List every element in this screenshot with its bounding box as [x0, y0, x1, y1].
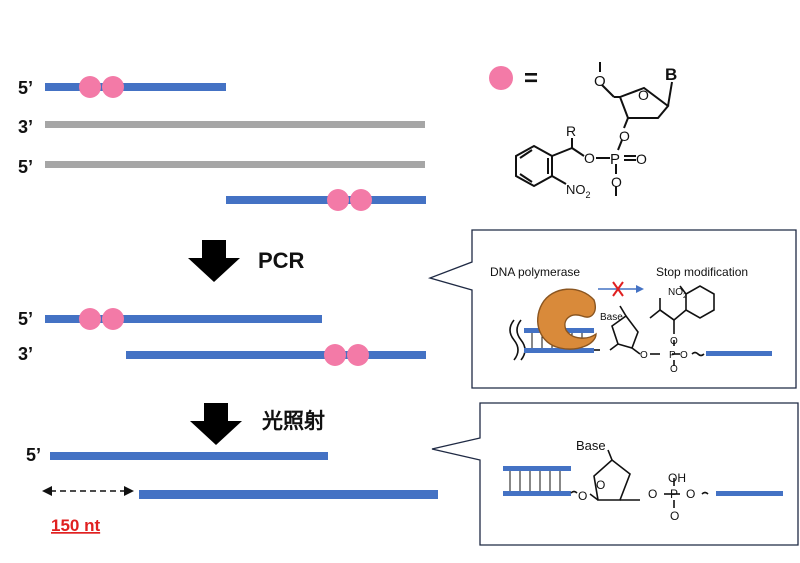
callout1-o-b: O [680, 350, 688, 361]
callout2-strand [716, 491, 783, 496]
overhang-double-arrow [42, 486, 134, 496]
blocked-arrow-head [636, 285, 644, 293]
callout2-nucleotide [570, 449, 709, 508]
overhang-length-label: 150 nt [51, 516, 100, 535]
duplex-dna-2 [503, 466, 571, 496]
callout1-base-label: Base [600, 312, 623, 323]
modification-bead [327, 189, 349, 211]
modification-bead [324, 344, 346, 366]
callout2-o-bridge: O [686, 487, 695, 501]
callout2-ring-o: O [596, 478, 605, 492]
structure-o-3prime: O [619, 128, 630, 144]
template-strand-top [45, 161, 425, 168]
dna-polymerase-shape [537, 288, 597, 350]
callout-cleaved-product [431, 402, 799, 546]
template-strand-bottom [45, 121, 425, 128]
callout1-nitro: NO2 [668, 287, 687, 300]
stop-modification-label: Stop modification [656, 265, 748, 279]
modification-bead [347, 344, 369, 366]
callout2-base-label: Base [576, 438, 606, 453]
callout1-p: P [669, 350, 676, 361]
pcr-arrow [188, 240, 240, 282]
structure-p: P [610, 151, 620, 168]
structure-o-top: O [594, 73, 606, 90]
photocleavable-linker-structure [515, 62, 673, 196]
structure-r-label: R [566, 123, 576, 139]
modification-bead [102, 308, 124, 330]
structure-o-bottom: O [611, 174, 622, 190]
callout2-oh: OH [668, 471, 686, 485]
callout1-o-d: O [670, 364, 678, 375]
row2-3prime-label: 3’ [18, 117, 33, 137]
callout1-nucleotide [594, 285, 715, 366]
dna-polymerase-label: DNA polymerase [490, 265, 580, 279]
modification-bead [350, 189, 372, 211]
pcr-step-label: PCR [258, 248, 305, 273]
row1-5prime-label: 5’ [18, 78, 33, 98]
structure-o-ester: O [584, 150, 595, 166]
structure-nitro: NO2 [566, 182, 591, 200]
irradiation-step-label: 光照射 [261, 409, 325, 433]
callout2-p: P [670, 487, 678, 501]
final-strand-top [50, 452, 328, 460]
cross-icon [612, 281, 624, 297]
callout2-o-5prime: O [578, 489, 587, 503]
callout1-o-a: O [640, 350, 648, 361]
legend-bead [489, 66, 513, 90]
callout2-o-3prime: O [648, 487, 657, 501]
modification-bead [79, 308, 101, 330]
equals-sign: = [524, 65, 538, 92]
final-5prime-label: 5’ [26, 445, 41, 465]
row3-5prime-label: 5’ [18, 157, 33, 177]
modification-bead [79, 76, 101, 98]
structure-ring-o: O [638, 87, 649, 103]
pcr-5prime-label: 5’ [18, 309, 33, 329]
primer-reverse-strand [226, 196, 426, 204]
callout2-o-double: O [670, 509, 679, 523]
pcr-product-top [45, 315, 322, 323]
structure-base-label: B [665, 65, 677, 84]
callout1-o-c: O [670, 336, 678, 347]
callout-stop-modification [427, 229, 797, 389]
structure-o-double: O [636, 151, 647, 167]
pcr-3prime-label: 3’ [18, 344, 33, 364]
irradiation-arrow [190, 403, 242, 445]
pcr-product-bottom [126, 351, 426, 359]
callout1-strand [706, 351, 772, 356]
modification-bead [102, 76, 124, 98]
final-strand-bottom [139, 490, 438, 499]
primer-forward-strand [45, 83, 226, 91]
